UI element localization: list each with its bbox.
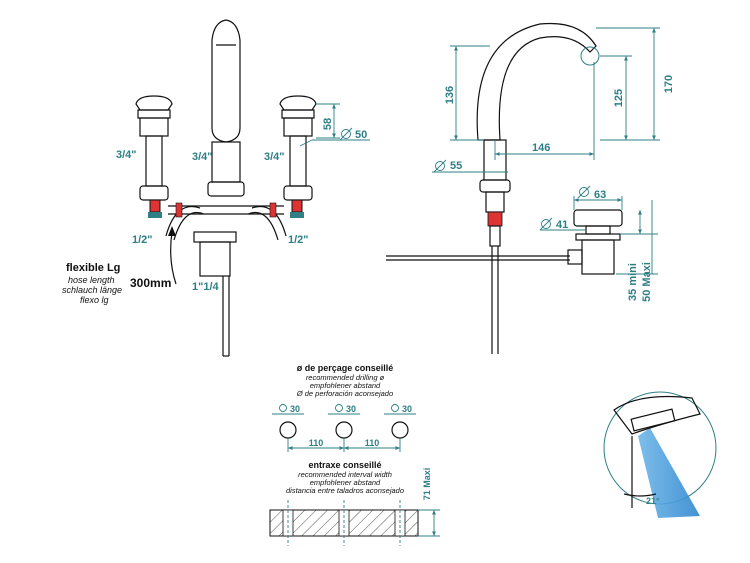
dim-50-label: 50 — [355, 129, 367, 141]
aerator-detail-circle — [580, 46, 600, 66]
drill-hole-3 — [391, 421, 409, 439]
right-handle — [279, 95, 317, 218]
dim-50-leader — [299, 127, 370, 147]
hole-dia-1: 30 — [290, 404, 300, 414]
dim-58-label: 58 — [322, 118, 334, 130]
arched-spout — [476, 22, 597, 141]
drilling-line-3: Ø de perforación aconsejado — [296, 389, 393, 398]
thread-spout: 1"1/4 — [192, 281, 220, 293]
aerator-spout — [613, 395, 701, 435]
drill-hole-1 — [279, 421, 297, 439]
flex-title: flexible Lg — [66, 262, 120, 274]
dim-41: 41 — [556, 219, 568, 231]
drilling-line-2: empfohlener abstand — [310, 381, 381, 390]
aerator-detail: 21° — [603, 391, 717, 518]
hole-dia-2: 30 — [346, 404, 356, 414]
drill-hole-2 — [335, 421, 353, 439]
dim-50-maxi: 50 Maxi — [641, 262, 653, 302]
spacing-2: 110 — [365, 438, 380, 448]
spout — [207, 19, 245, 197]
flex-leader-arrow — [168, 226, 176, 236]
interval-line-1: recommended interval width — [298, 470, 392, 479]
dim-55: 55 — [450, 160, 462, 172]
interval-title: entraxe conseillé — [308, 460, 381, 470]
dim-71-maxi: 71 Maxi — [422, 468, 432, 501]
left-handle — [135, 95, 173, 218]
spout-fixing — [193, 231, 237, 357]
dim-58-line — [316, 103, 340, 139]
flex-line-2: schlauch länge — [62, 285, 122, 295]
dim-136: 136 — [444, 86, 456, 104]
side-view: 136 125 170 146 55 63 41 — [386, 22, 675, 354]
water-jet — [638, 428, 700, 518]
dim-146: 146 — [532, 142, 550, 154]
spout-tail — [489, 225, 501, 247]
connection-pipes — [165, 202, 287, 241]
flex-leader — [170, 231, 177, 285]
dim-35-mini: 35 mini — [627, 263, 639, 301]
thread-left-top: 3/4" — [116, 149, 137, 161]
drilling-title: ø de perçage conseillé — [297, 363, 394, 373]
flex-length: 300mm — [130, 276, 171, 290]
interval-diagram: entraxe conseillé recommended interval w… — [269, 460, 440, 546]
drilling-line-1: recommended drilling ø — [306, 373, 385, 382]
dim-170: 170 — [663, 75, 675, 93]
dim-63: 63 — [594, 189, 606, 201]
interval-line-3: distancia entre taladros aconsejado — [286, 486, 404, 495]
dim-125: 125 — [613, 89, 625, 107]
thread-right-bottom: 1/2" — [288, 234, 309, 246]
drilling-diagram: ø de perçage conseillé recommended drill… — [272, 363, 416, 452]
thread-left-bottom: 1/2" — [132, 234, 153, 246]
aerator-head — [630, 408, 676, 432]
thread-right-top: 3/4" — [264, 151, 285, 163]
flex-line-3: flexo lg — [80, 295, 109, 305]
spout-base — [479, 179, 511, 193]
flex-line-1: hose length — [68, 275, 115, 285]
waste-assembly — [567, 209, 623, 275]
spout-shank — [485, 191, 505, 213]
spacing-1: 110 — [309, 438, 324, 448]
front-view: 58 50 3/4" 3/4" 3/4" 1/2" 1/2" 1"1/4 fle… — [62, 19, 370, 357]
thread-center: 3/4" — [192, 151, 213, 163]
spout-valve — [487, 211, 503, 227]
hole-dia-3: 30 — [402, 404, 412, 414]
aerator-angle: 21° — [646, 496, 660, 506]
interval-line-2: empfohlener abstand — [310, 478, 381, 487]
